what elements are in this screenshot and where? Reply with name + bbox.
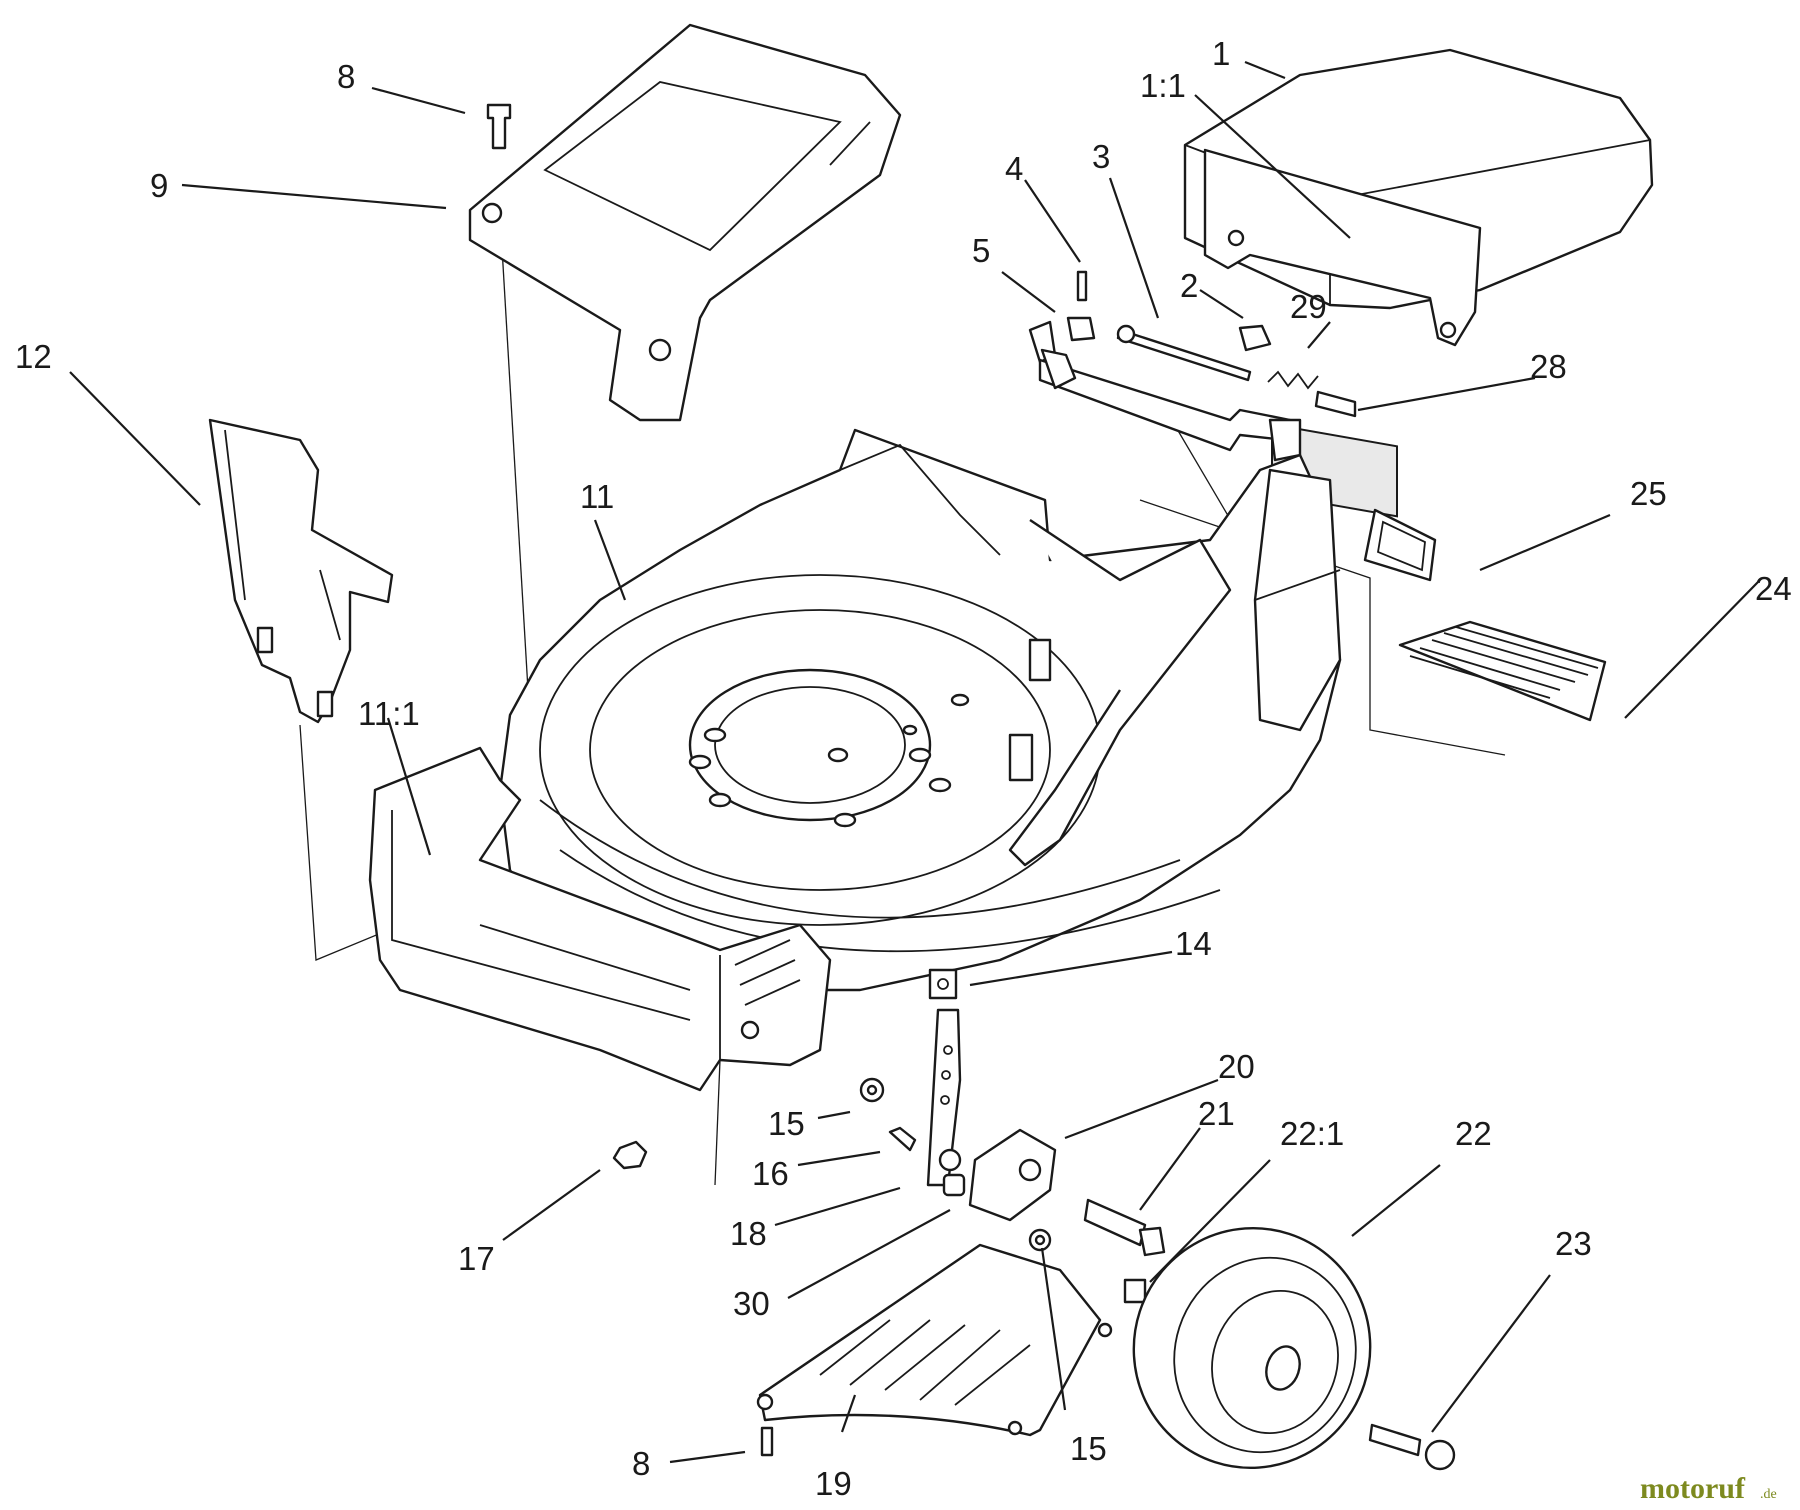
- part-group-height-adjuster: [612, 1008, 1166, 1304]
- callout-4: 4: [1005, 150, 1023, 187]
- part-25-rear-plate: [1363, 508, 1437, 582]
- watermark: motoruf .de: [1640, 1472, 1777, 1505]
- callout-11: 11: [580, 478, 614, 515]
- callout-18: 18: [730, 1215, 767, 1252]
- part-23-axle-bolt: [1368, 1423, 1456, 1471]
- callout-8-top: 8: [337, 58, 355, 95]
- part-9-top-cover: [468, 23, 902, 422]
- callout-1: 1: [1212, 35, 1230, 72]
- callout-24: 24: [1755, 570, 1792, 607]
- callout-labels: 1 1:1 2 3 4 5 8 9 11 11:1 12 14 15 16 17…: [15, 35, 1792, 1502]
- callout-11-1: 11:1: [358, 695, 420, 732]
- watermark-brand: motoruf: [1640, 1472, 1746, 1505]
- callout-29: 29: [1290, 288, 1327, 325]
- part-22-wheel: [1132, 1226, 1372, 1470]
- callout-17: 17: [458, 1240, 495, 1277]
- callout-12: 12: [15, 338, 52, 375]
- callout-28: 28: [1530, 348, 1567, 385]
- part-group-rear-hinge: [1028, 270, 1357, 462]
- part-11-1-front-bumper: [368, 746, 832, 1092]
- callout-16: 16: [752, 1155, 789, 1192]
- part-11-mower-deck: [498, 428, 1342, 992]
- callout-23: 23: [1555, 1225, 1592, 1262]
- callout-22-1: 22:1: [1280, 1115, 1344, 1152]
- callout-2: 2: [1180, 267, 1198, 304]
- callout-20: 20: [1218, 1048, 1255, 1085]
- watermark-tld: .de: [1760, 1487, 1777, 1502]
- callout-8-bottom: 8: [632, 1445, 650, 1482]
- part-24-rear-flap: [1398, 620, 1607, 722]
- callout-15-b: 15: [1070, 1430, 1107, 1467]
- callout-14: 14: [1175, 925, 1212, 962]
- part-12-side-deflector: [208, 418, 394, 724]
- callout-25: 25: [1630, 475, 1667, 512]
- leader-lines: [69, 60, 1759, 1464]
- callout-22: 22: [1455, 1115, 1492, 1152]
- part-14-clip: [928, 968, 958, 1000]
- callout-15-a: 15: [768, 1105, 805, 1142]
- part-19-skid-plate: [756, 1243, 1113, 1457]
- callout-30: 30: [733, 1285, 770, 1322]
- callout-3: 3: [1092, 138, 1110, 175]
- callout-5: 5: [972, 232, 990, 269]
- callout-21: 21: [1198, 1095, 1235, 1132]
- callout-9: 9: [150, 167, 168, 204]
- callout-1-1: 1:1: [1140, 67, 1186, 104]
- callout-19: 19: [815, 1465, 852, 1502]
